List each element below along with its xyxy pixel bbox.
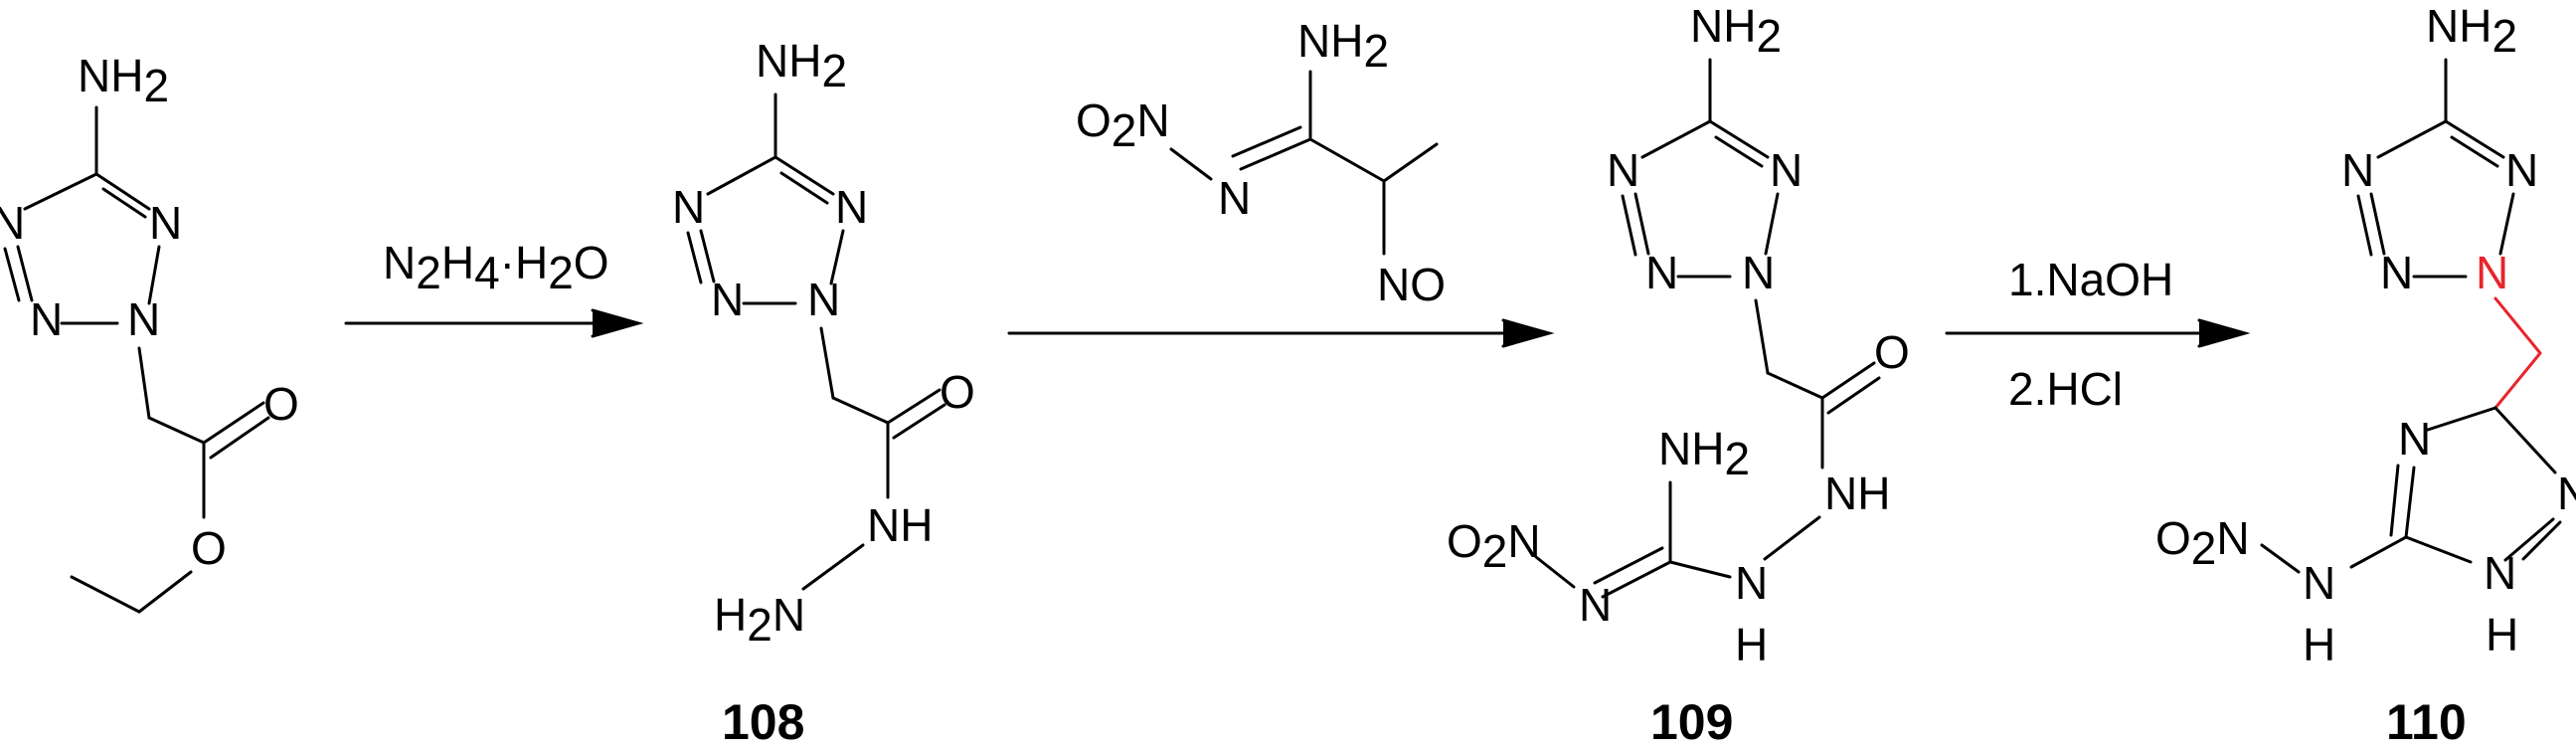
atom-h: H (2303, 619, 2335, 670)
atom-n: N (149, 197, 182, 249)
compound-109-structure: NH2 N N N N O NH N H NH2 N O2N 109 (1447, 0, 1910, 750)
atom-n: N (1770, 144, 1803, 196)
atom-no: NO (1377, 259, 1446, 310)
atom-nh2: NH2 (1658, 423, 1750, 484)
atom-nh2: NH2 (2426, 0, 2517, 62)
atom-nh: NH (867, 499, 933, 551)
compound-108-structure: NH2 N N N N O NH H2N 108 (672, 35, 975, 750)
atom-n: N (672, 181, 705, 233)
atom-n: N (30, 293, 63, 345)
atom-n: N (835, 181, 868, 233)
atom-n: N (2505, 144, 2538, 196)
compound-label-108: 108 (722, 694, 804, 750)
atom-n: N (0, 197, 25, 249)
reagent-hydrazine-hydrate: N2H4·H2O (383, 237, 609, 298)
atom-n: N (2380, 247, 2413, 298)
atom-o2n: O2N (1447, 515, 1541, 577)
atom-h: H (1735, 619, 1768, 670)
atom-nh2: NH2 (1297, 15, 1389, 77)
atom-o: O (1874, 326, 1910, 378)
atom-o: O (940, 366, 975, 418)
atom-o2n: O2N (1076, 94, 1170, 156)
atom-n: N (2303, 557, 2335, 609)
atom-n: N (1735, 557, 1768, 609)
reagent-naoh: 1.NaOH (2008, 254, 2173, 305)
atom-n: N (807, 274, 840, 325)
atom-nh2: NH2 (78, 50, 169, 111)
atom-o: O (263, 378, 299, 430)
atom-n: N (2341, 144, 2374, 196)
compound-label-110: 110 (2386, 694, 2467, 750)
atom-n: N (2557, 468, 2576, 519)
reagent-hcl: 2.HCl (2008, 363, 2123, 415)
atom-n: N (1645, 247, 1678, 298)
atom-n: N (711, 274, 744, 325)
atom-nh2: NH2 (756, 35, 847, 96)
atom-nh: NH (1824, 468, 1890, 519)
reaction-arrow-1: N2H4·H2O (344, 237, 644, 338)
atom-n: N (1742, 247, 1775, 298)
atom-nh2: NH2 (1690, 0, 1782, 62)
reaction-arrow-2: NH2 N O2N NO (1007, 15, 1555, 348)
atom-n: N (2398, 413, 2431, 465)
atom-n: N (127, 293, 160, 345)
atom-n: N (1218, 172, 1251, 224)
compound-label-109: 109 (1650, 694, 1733, 750)
atom-n: N (1607, 144, 1639, 196)
atom-h2n: H2N (714, 589, 805, 651)
atom-o2n: O2N (2155, 512, 2250, 574)
compound-110-structure: NH2 N N N N N N N H N H O2N 110 (2155, 0, 2576, 750)
atom-o: O (191, 522, 227, 574)
atom-n: N (1579, 579, 1612, 631)
starting-ester-structure: NH2 N N N N O O (0, 50, 299, 614)
atom-n: N (2476, 247, 2508, 298)
reaction-arrow-3: 1.NaOH 2.HCl (1945, 254, 2251, 415)
atom-h: H (2486, 609, 2518, 660)
